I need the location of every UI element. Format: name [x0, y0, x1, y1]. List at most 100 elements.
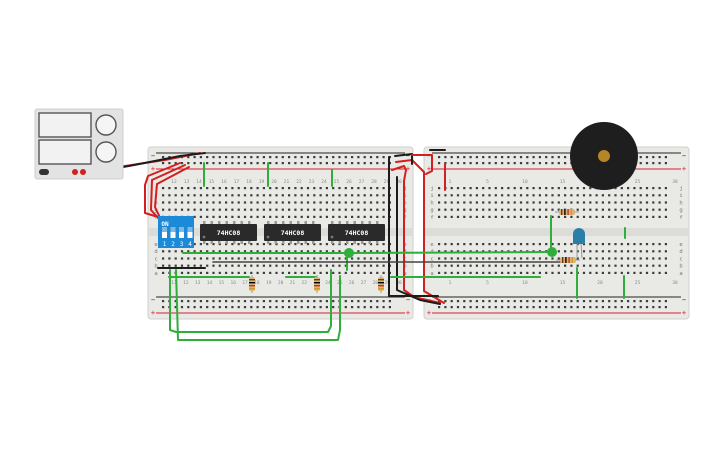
hole[interactable]: [545, 201, 548, 204]
hole[interactable]: [231, 194, 234, 197]
hole[interactable]: [463, 194, 466, 197]
hole[interactable]: [262, 156, 265, 159]
hole[interactable]: [218, 243, 221, 246]
hole[interactable]: [582, 201, 586, 204]
hole[interactable]: [237, 194, 240, 197]
hole[interactable]: [306, 208, 310, 211]
hole[interactable]: [501, 271, 504, 274]
hole[interactable]: [576, 257, 579, 260]
hole[interactable]: [275, 250, 278, 253]
hole[interactable]: [300, 257, 303, 260]
hole[interactable]: [444, 215, 447, 218]
hole[interactable]: [382, 194, 385, 197]
hole[interactable]: [538, 208, 541, 211]
hole[interactable]: [456, 156, 460, 159]
hole[interactable]: [469, 264, 472, 267]
hole[interactable]: [313, 306, 316, 309]
hole[interactable]: [369, 257, 373, 260]
hole[interactable]: [614, 243, 617, 246]
hole[interactable]: [269, 300, 272, 303]
wire-red-switch-1[interactable]: [144, 162, 181, 218]
hole[interactable]: [325, 243, 328, 246]
hole[interactable]: [601, 194, 604, 197]
hole[interactable]: [557, 257, 560, 260]
hole[interactable]: [438, 257, 441, 260]
hole[interactable]: [332, 187, 335, 190]
hole[interactable]: [645, 208, 649, 211]
hole[interactable]: [627, 208, 630, 211]
hole[interactable]: [288, 250, 291, 253]
hole[interactable]: [294, 208, 297, 211]
chip-74hc08[interactable]: 74HC08: [200, 221, 257, 244]
hole[interactable]: [526, 264, 529, 267]
hole[interactable]: [363, 264, 366, 267]
hole[interactable]: [589, 215, 592, 218]
hole[interactable]: [319, 250, 322, 253]
hole[interactable]: [180, 187, 184, 190]
hole[interactable]: [589, 243, 592, 246]
hole[interactable]: [526, 156, 529, 159]
hole[interactable]: [614, 257, 617, 260]
hole[interactable]: [319, 156, 322, 159]
hole[interactable]: [376, 201, 379, 204]
hole[interactable]: [444, 194, 447, 197]
hole[interactable]: [325, 162, 328, 165]
hole[interactable]: [338, 271, 341, 274]
hole[interactable]: [589, 250, 592, 253]
hole[interactable]: [620, 201, 623, 204]
hole[interactable]: [376, 264, 379, 267]
hole[interactable]: [658, 257, 661, 260]
hole[interactable]: [658, 264, 661, 267]
hole[interactable]: [294, 162, 297, 165]
hole[interactable]: [237, 271, 240, 274]
hole[interactable]: [382, 187, 385, 190]
hole[interactable]: [294, 300, 297, 303]
hole[interactable]: [551, 264, 554, 267]
hole[interactable]: [450, 264, 453, 267]
hole[interactable]: [281, 300, 284, 303]
hole[interactable]: [344, 264, 347, 267]
blue-led[interactable]: [573, 228, 585, 259]
hole[interactable]: [456, 243, 460, 246]
hole[interactable]: [275, 156, 278, 159]
hole[interactable]: [494, 187, 497, 190]
hole[interactable]: [313, 194, 316, 197]
hole[interactable]: [645, 257, 649, 260]
hole[interactable]: [294, 250, 297, 253]
hole[interactable]: [475, 243, 478, 246]
hole[interactable]: [507, 187, 510, 190]
hole[interactable]: [212, 208, 215, 211]
hole[interactable]: [180, 162, 184, 165]
hole[interactable]: [444, 257, 447, 260]
hole[interactable]: [582, 300, 586, 303]
hole[interactable]: [513, 257, 516, 260]
hole[interactable]: [199, 300, 202, 303]
hole[interactable]: [388, 300, 391, 303]
hole[interactable]: [456, 201, 460, 204]
resistor-5[interactable]: [556, 257, 580, 263]
hole[interactable]: [444, 201, 447, 204]
hole[interactable]: [526, 306, 529, 309]
hole[interactable]: [551, 257, 554, 260]
hole[interactable]: [645, 162, 649, 165]
hole[interactable]: [564, 250, 567, 253]
hole[interactable]: [262, 215, 265, 218]
hole[interactable]: [664, 194, 667, 197]
hole[interactable]: [519, 208, 523, 211]
hole[interactable]: [526, 208, 529, 211]
hole[interactable]: [469, 250, 472, 253]
hole[interactable]: [582, 257, 586, 260]
hole[interactable]: [664, 243, 667, 246]
hole[interactable]: [576, 250, 579, 253]
hole[interactable]: [469, 194, 472, 197]
hole[interactable]: [187, 300, 190, 303]
hole[interactable]: [620, 300, 623, 303]
hole[interactable]: [369, 208, 373, 211]
hole[interactable]: [275, 162, 278, 165]
hole[interactable]: [306, 257, 310, 260]
hole[interactable]: [589, 201, 592, 204]
hole[interactable]: [639, 300, 642, 303]
hole[interactable]: [243, 215, 247, 218]
hole[interactable]: [658, 271, 661, 274]
hole[interactable]: [206, 156, 209, 159]
